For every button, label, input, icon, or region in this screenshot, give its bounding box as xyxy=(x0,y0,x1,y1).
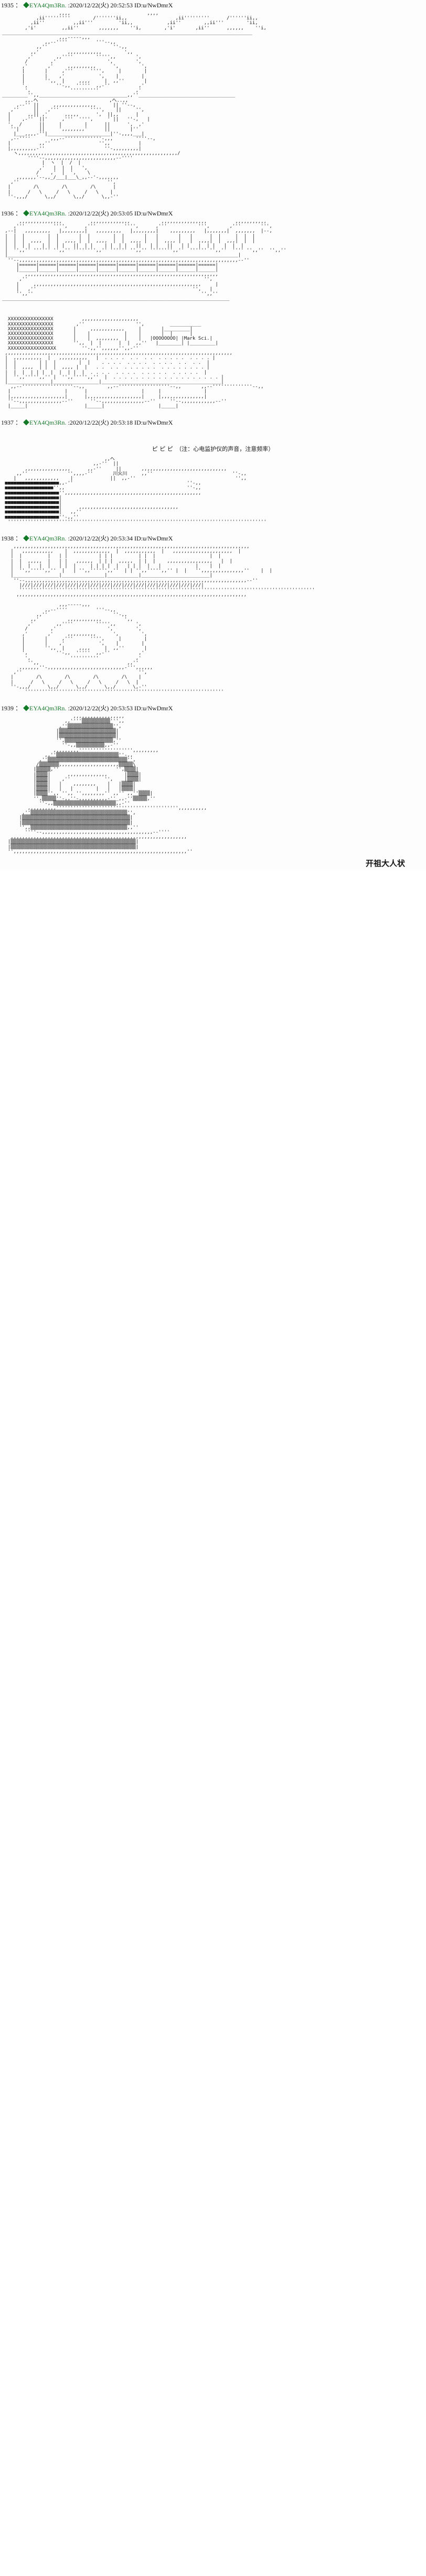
tripcode-text: EYA4Qm3Rn. xyxy=(29,209,67,217)
art-gap xyxy=(0,302,426,316)
ascii-art-1937: ,,へ ,,-'' || ,,,,,,,,,,,,,,,, ,,-'' || ,… xyxy=(5,457,267,525)
post-datetime: :2020/12/22(火) 20:53:53 xyxy=(68,705,133,712)
post-divider xyxy=(0,696,426,703)
post-header-1935: 1935 ： ◆EYA4Qm3Rn. :2020/12/22(火) 20:52:… xyxy=(0,0,426,10)
post-name-separator: ： xyxy=(15,209,22,217)
post-1937: 1937 ： ◆EYA4Qm3Rn. :2020/12/22(火) 20:53:… xyxy=(0,417,426,526)
post-number: 1936 xyxy=(1,209,14,217)
post-user-id: ID:u/NwDmrX xyxy=(134,419,173,427)
post-user-id: ID:u/NwDmrX xyxy=(134,2,173,9)
post-divider xyxy=(0,410,426,417)
diamond-icon: ◆ xyxy=(23,209,30,217)
post-datetime: :2020/12/22(火) 20:53:18 xyxy=(68,419,133,427)
post-user-id: ID:u/NwDmrX xyxy=(134,535,173,543)
art-gap xyxy=(0,428,426,441)
post-user-id: ID:u/NwDmrX xyxy=(134,705,173,712)
post-1939: 1939 ： ◆EYA4Qm3Rn. :2020/12/22(火) 20:53:… xyxy=(0,703,426,871)
ascii-art-1935: ,,,, ,,,, ,ii''''''''' /'''''''ii,, ,ii'… xyxy=(2,11,267,200)
tripcode-name[interactable]: ◆EYA4Qm3Rn. xyxy=(23,535,66,542)
art-caption: 开祖大人状 xyxy=(365,859,405,869)
post-header-1936: 1936 ： ◆EYA4Qm3Rn. :2020/12/22(火) 20:53:… xyxy=(0,208,426,219)
post-name-separator: ： xyxy=(15,419,22,427)
ascii-art-1936-top: ,,,,,,,,,,,,,,, ,,,,,,,,,,,,,, ,,,,,,,,,… xyxy=(2,219,286,302)
post-1935: 1935 ： ◆EYA4Qm3Rn. :2020/12/22(火) 20:52:… xyxy=(0,0,426,201)
post-name-separator: ： xyxy=(15,2,22,9)
tripcode-name[interactable]: ◆EYA4Qm3Rn. xyxy=(23,2,66,9)
post-datetime: :2020/12/22(火) 20:53:34 xyxy=(68,535,133,543)
ascii-art-1938-bottom: ,,,-‐‐‐-,,, ,,-‐'''' '''‐-,, ,,'' ''-,, … xyxy=(10,602,224,695)
tripcode-text: EYA4Qm3Rn. xyxy=(29,705,67,712)
ascii-art-1939: ,,,,,,,,,,,,,,,,,, ,,''''▒▒▒▒▒▒▒▒▒▒''',,… xyxy=(7,714,207,854)
post-header-1938: 1938 ： ◆EYA4Qm3Rn. :2020/12/22(火) 20:53:… xyxy=(0,533,426,544)
post-name-separator: ： xyxy=(15,705,22,712)
diamond-icon: ◆ xyxy=(23,2,30,9)
tripcode-text: EYA4Qm3Rn. xyxy=(29,2,67,9)
tripcode-text: EYA4Qm3Rn. xyxy=(29,535,67,543)
post-number: 1938 xyxy=(1,535,14,543)
post-1938: 1938 ： ◆EYA4Qm3Rn. :2020/12/22(火) 20:53:… xyxy=(0,533,426,696)
ascii-art-1936-bottom: XXXXXXXXXXXXXXXX ,,,,,,,,,,,,,,,,,,,, XX… xyxy=(5,317,264,409)
translator-note: ピ ピ ピ （注：心电监护仪的声音，注意频率） xyxy=(152,446,274,453)
post-number: 1937 xyxy=(1,419,14,427)
diamond-icon: ◆ xyxy=(23,535,30,543)
diamond-icon: ◆ xyxy=(23,705,30,712)
post-number: 1935 xyxy=(1,2,14,9)
post-datetime: :2020/12/22(火) 20:53:05 xyxy=(68,209,133,217)
tripcode-text: EYA4Qm3Rn. xyxy=(29,419,67,427)
tripcode-name[interactable]: ◆EYA4Qm3Rn. xyxy=(23,419,66,426)
post-datetime: :2020/12/22(火) 20:52:53 xyxy=(68,2,133,9)
tripcode-name[interactable]: ◆EYA4Qm3Rn. xyxy=(23,705,66,712)
diamond-icon: ◆ xyxy=(23,419,30,427)
post-number: 1939 xyxy=(1,705,14,712)
post-1936: 1936 ： ◆EYA4Qm3Rn. :2020/12/22(火) 20:53:… xyxy=(0,208,426,410)
thread-page: 1935 ： ◆EYA4Qm3Rn. :2020/12/22(火) 20:52:… xyxy=(0,0,426,871)
post-user-id: ID:u/NwDmrX xyxy=(134,209,173,217)
post-divider xyxy=(0,526,426,533)
ascii-art-1938-top: ,,,,,,,,,,,,,,,,,,,,,,,,,,,,,,,,,,,,,,,,… xyxy=(10,544,315,598)
post-header-1937: 1937 ： ◆EYA4Qm3Rn. :2020/12/22(火) 20:53:… xyxy=(0,417,426,428)
post-header-1939: 1939 ： ◆EYA4Qm3Rn. :2020/12/22(火) 20:53:… xyxy=(0,703,426,713)
post-divider xyxy=(0,201,426,208)
tripcode-name[interactable]: ◆EYA4Qm3Rn. xyxy=(23,210,66,217)
post-name-separator: ： xyxy=(15,535,22,543)
